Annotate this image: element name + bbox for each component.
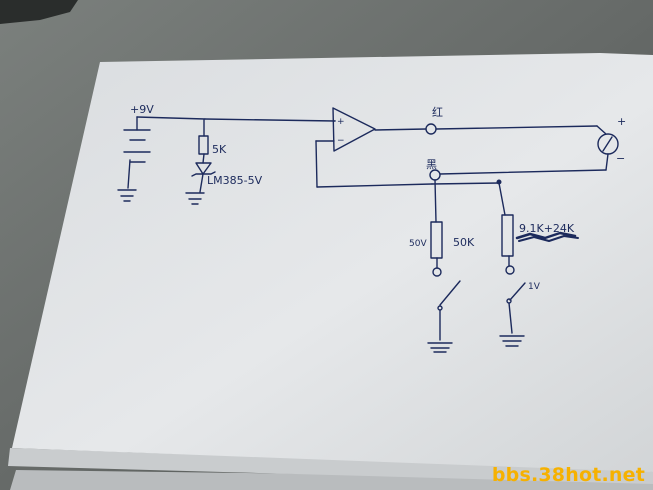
label-opamp-plus: +: [337, 117, 345, 127]
label-5k: 5K: [212, 143, 227, 156]
paper-sheet: [12, 53, 653, 472]
label-50k: 50K: [453, 236, 475, 249]
label-black-terminal: 黑: [426, 158, 437, 171]
label-right-resistor: 9.1K+24K: [519, 222, 575, 235]
watermark: bbs.38hot.net: [491, 464, 645, 486]
label-supply: +9V: [130, 103, 154, 116]
label-left-mark: 50V: [409, 239, 427, 249]
label-meter-plus: +: [617, 115, 626, 128]
label-red-terminal: 红: [432, 106, 443, 119]
label-lm385: LM385-5V: [207, 174, 263, 187]
label-opamp-minus: −: [337, 136, 345, 146]
label-meter-minus: −: [616, 152, 625, 165]
paper-stack-edge: [10, 470, 653, 490]
dark-object: [0, 0, 78, 24]
label-right-switch-mark: 1V: [528, 282, 541, 292]
circuit-drawing: [117, 107, 619, 353]
paper-stack-edge-2: [8, 448, 653, 484]
